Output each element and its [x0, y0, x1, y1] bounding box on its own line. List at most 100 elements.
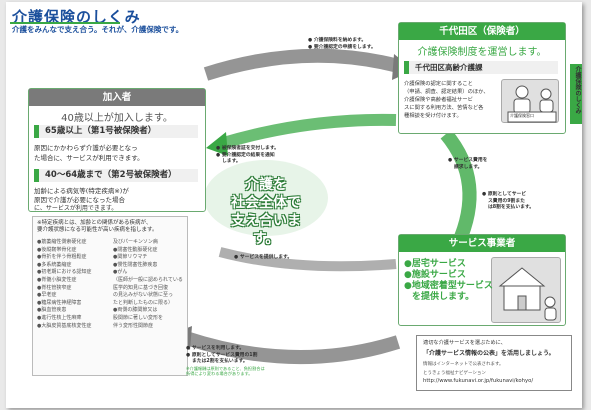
disease-item: ●脊柱管狭窄症 [37, 284, 72, 291]
city-text-2: （申請、調査、認定結果）のほか、 [404, 89, 489, 95]
info-box: 適切な介護サービスを選ぶために、 「介護サービス情報の公表」を活用しましょう。 … [416, 335, 572, 391]
info-url[interactable]: http://www.fukunavi.or.jp/fukunavi/kohyo… [423, 378, 534, 384]
city-text-3: 介護保険や高齢者福祉サービ [404, 97, 473, 103]
insured-header: 加入者 [29, 89, 205, 106]
service-item-community: ●地域密着型サービス [404, 281, 493, 291]
disease-item: ●両側の膝関節又は [113, 307, 158, 314]
disease-item: ●脊髄小脳変性症 [37, 276, 77, 283]
slogan-line-1: 介護を [245, 177, 287, 193]
disease-item: ●多系統萎縮症 [37, 261, 72, 268]
disease-item: ●初老期における認知症 [37, 269, 92, 276]
title-bar: 介護保険のしくみ 介護をみんなで支え合う。それが、介護保険です。 [6, 2, 582, 38]
service-item-home: ●居宅サービス [404, 259, 466, 269]
group2-text-3: に、サービスが利用できます。 [34, 205, 118, 212]
building-icon [498, 267, 557, 321]
city-text-4: スに関する利用方法、苦情など各 [404, 105, 484, 111]
disease-item: 及びパーキンソン病 [113, 239, 158, 245]
flow-top-1: ● 介護保険料を納めます。 [308, 38, 367, 43]
note-title-1: ※特定疾病とは、加齢との関係がある疾病が、 [37, 220, 152, 226]
title-underline [10, 22, 120, 24]
disease-item: 伴う変形性関節症 [113, 322, 154, 329]
flow-use-1: ● サービスを利用します。 [186, 346, 245, 351]
insured-lead: 40歳以上が加入します。 [61, 113, 173, 124]
info-line-4: とうきょう福祉ナビゲーション [423, 371, 486, 376]
info-line-1: 適切な介護サービスを選ぶために、 [423, 340, 506, 346]
flow-provide: ● サービスを提供します。 [234, 255, 292, 262]
city-lead: 介護保険制度を運営します。 [417, 47, 547, 58]
group2-text-2: 原因で介護が必要になった場合 [34, 196, 125, 204]
disease-item: ●がん [113, 269, 128, 276]
staff-person-icon [507, 85, 557, 123]
info-line-2: 「介護サービス情報の公表」を活用しましょう。 [423, 350, 555, 357]
flow-right-5: は8割を支払います。 [488, 205, 535, 210]
flow-use-2: ● 原則としてサービス費用の1割 [186, 352, 258, 358]
flow-use-4: ※介護報酬は原則であること、負担割合は [186, 365, 265, 371]
flow-mid-2: ● 要介護認定の結果を通知 [216, 152, 275, 158]
city-text-1: 介護保険の認定に関すること [404, 81, 473, 87]
disease-list: ●筋萎縮性側索硬化症●後縦靭帯骨化症●骨折を伴う骨粗鬆症●多系統萎縮症●初老期に… [37, 239, 185, 330]
side-tab-label: 介護保険のしくみ [574, 66, 581, 114]
group2-text-1: 加齢による病気等(特定疾病※)が [34, 187, 129, 195]
group1-text-2: た場合に、サービスが利用できます。 [34, 154, 144, 162]
disease-item: 医学的知見に基づき回復 [113, 284, 169, 291]
flow-top-2: ● 要介護認定の申請をします。 [308, 44, 376, 50]
arrow-right [440, 129, 477, 247]
city-bar: 千代田区高齢介護課 [404, 61, 558, 74]
group1-title: 65歳以上（第1号被保険者） [34, 125, 198, 138]
provider-box: サービス事業者 [398, 234, 566, 326]
provider-header: サービス事業者 [399, 235, 565, 252]
note-title: ※特定疾病とは、加齢との関係がある疾病が、 要介護状態になる可能性が高い疾病を指… [37, 220, 185, 234]
arrow-mid-left [218, 113, 397, 150]
flow-provide-1: ● サービスを提供します。 [234, 255, 293, 260]
disease-item: の見込みがない状態に至っ [113, 292, 174, 299]
document-page: 介護保険のしくみ 介護をみんなで支え合う。それが、介護保険です。 介護保険のしく… [6, 2, 582, 408]
city-header: 千代田区（保険者） [399, 23, 565, 40]
disease-item: （医師が一般に認められている [113, 276, 183, 283]
arrow-top [203, 48, 400, 81]
page-title: 介護保険のしくみ [12, 8, 141, 26]
center-slogan: 介護を 社会全体で 支え合います。 [218, 176, 314, 248]
page-subtitle: 介護をみんなで支え合う。それが、介護保険です。 [12, 25, 184, 34]
disease-item: ●脳血管疾患 [37, 307, 67, 314]
counter-sign: 介護保険窓口 [510, 113, 534, 118]
group1-text-1: 原因にかかわらず介護が必要となっ [34, 144, 138, 152]
service-item-facility: ●施設サービス [404, 270, 466, 280]
center-bubble [204, 160, 328, 236]
insured-box: 加入者 40歳以上が加入します。 65歳以上（第1号被保険者） 原因にかかわらず… [28, 88, 206, 212]
flow-right-pay: ● 原則としてサービ ス費用の9割また は8割を支払います。 [482, 192, 534, 212]
flow-right-4: ス費用の9割また [488, 198, 525, 204]
flow-mid-3: します。 [222, 159, 241, 164]
counter-illustration: 介護保険窓口 [501, 79, 559, 123]
disease-note: ※特定疾病とは、加齢との関係がある疾病が、 要介護状態になる可能性が高い疾病を指… [32, 216, 188, 376]
flow-use: ● サービスを利用します。 ● 原則としてサービス費用の1割 または2割を支払い… [186, 346, 265, 377]
city-text-5: 種相談を受け付けます。 [404, 113, 462, 119]
disease-item: ●糖尿病性神経障害 [37, 299, 82, 306]
note-title-2: 要介護状態になる可能性が高い疾病を指します。 [37, 227, 158, 233]
info-line-3: 情報はインターネットで公表されます。 [423, 362, 504, 367]
disease-item: ●早老症 [37, 292, 57, 299]
slogan-line-2: 社会全体で [231, 195, 301, 211]
flow-right: ● サービス費用を 請求します。 [448, 158, 487, 171]
disease-item: ●大脳皮質基底核変性症 [37, 322, 92, 329]
disease-item: ●筋萎縮性側索硬化症 [37, 239, 87, 245]
arrow-mid-lower [218, 247, 397, 272]
flow-mid-1: ● 被保険者証を交付します。 [216, 146, 279, 151]
disease-item: ●慢性閉塞性肺疾患 [113, 261, 158, 268]
flow-use-3: または2割を支払います。 [192, 359, 248, 364]
service-item-provide: を提供します。 [412, 292, 475, 302]
disease-item: ●進行性核上性麻痺 [37, 314, 82, 321]
disease-item: ●関節リウマチ [113, 254, 148, 261]
facility-illustration [491, 257, 561, 323]
flow-right-1: ● サービス費用を [448, 158, 488, 163]
flow-mid: ● 被保険者証を交付します。 ● 要介護認定の結果を通知 します。 [216, 146, 279, 166]
group2-title: 40〜64歳まで（第2号被保険者） [34, 169, 198, 182]
flow-top: ● 介護保険料を納めます。 ● 要介護認定の申請をします。 [308, 38, 376, 51]
side-tab [570, 64, 582, 124]
flow-right-3: ● 原則としてサービ [482, 192, 527, 197]
arrow-mid-left-head [206, 132, 228, 156]
disease-item: ●閉塞性動脈硬化症 [113, 246, 158, 253]
disease-item: ●骨折を伴う骨粗鬆症 [37, 254, 87, 261]
slogan-line-3: 支え合います。 [231, 213, 301, 247]
flow-right-2: 請求します。 [454, 164, 483, 170]
city-box: 千代田区（保険者） 介護保険制度を運営します。 千代田区高齢介護課 介護保険の認… [398, 22, 566, 134]
